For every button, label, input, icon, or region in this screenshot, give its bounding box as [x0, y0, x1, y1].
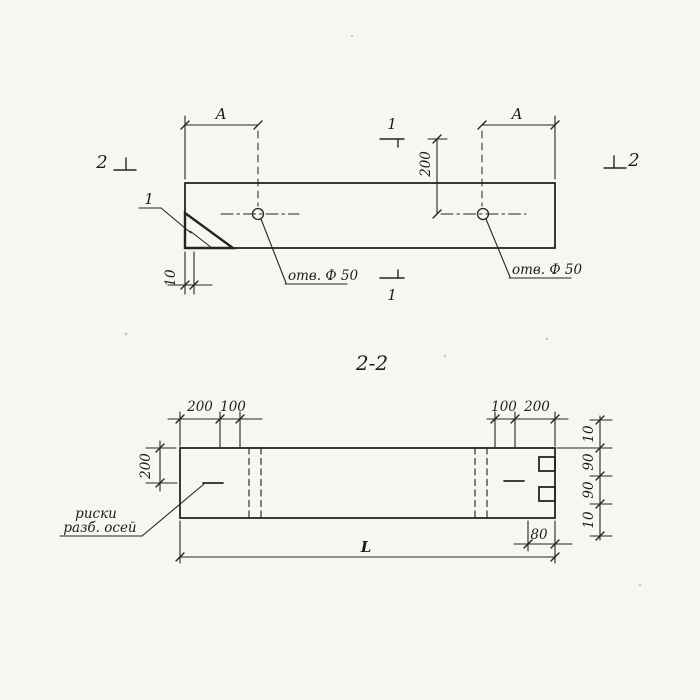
section-mark-2-left: 2: [95, 152, 137, 173]
section-2-right-label: 2: [627, 150, 639, 171]
dim-right-10-bottom-label: 10: [581, 511, 597, 529]
axes-note-line1: риски: [75, 506, 117, 522]
detail-mark-1: 1: [138, 190, 192, 234]
dim-right-90-bottom-label: 90: [581, 481, 597, 499]
section-2-left-label: 2: [95, 152, 107, 173]
dim-left-200-label: 200: [138, 453, 154, 480]
dim-top-right-200-label: 200: [523, 399, 550, 415]
section-mark-1-bottom: 1: [379, 269, 405, 304]
end-notches: [538, 456, 556, 502]
dim-top-left-100-label: 100: [220, 399, 246, 415]
section-outline: [179, 447, 556, 519]
dim-80-label: 80: [530, 527, 548, 543]
hole-left-label: отв. Ф 50: [288, 268, 358, 284]
section-1-top-label: 1: [387, 115, 397, 133]
axes-note-line2: разб. осей: [63, 520, 136, 536]
dim-top-right-100-label: 100: [491, 399, 517, 415]
dim-length-label: L: [360, 538, 372, 556]
paper-specks: [124, 34, 642, 587]
detail-mark-label: 1: [144, 190, 154, 208]
dim-10-label: 10: [163, 269, 179, 287]
dim-chain-top-left: 200 100: [167, 399, 263, 448]
dim-200-label: 200: [418, 151, 434, 178]
dim-a-left-label: A: [214, 105, 227, 123]
section-view: 200 100 100 200 200: [59, 399, 613, 564]
section-mark-2-right: 2: [603, 150, 640, 171]
dim-a-left: A: [180, 105, 263, 207]
plan-plate-outline: [184, 182, 556, 249]
hidden-hole-lines: [248, 447, 488, 519]
hole-right-label: отв. Ф 50: [512, 262, 582, 278]
corner-detail: [183, 210, 237, 250]
axis-marks: [202, 480, 525, 484]
dim-top-left-200-label: 200: [186, 399, 213, 415]
dim-10: 10: [163, 251, 213, 295]
section-mark-1-top: 1: [379, 115, 405, 148]
hole-right: отв. Ф 50: [440, 207, 582, 279]
dim-right-90-top-label: 90: [581, 453, 597, 471]
dim-200-vertical: 200: [418, 134, 448, 219]
dim-left-200: 200: [138, 440, 178, 492]
dim-right-10-top-label: 10: [581, 425, 597, 443]
hole-left: отв. Ф 50: [220, 207, 358, 285]
dim-a-right-label: A: [510, 105, 523, 123]
axes-note: риски разб. осей: [59, 483, 205, 537]
dim-length-l: L: [175, 520, 560, 564]
plan-view: 1 A A 2 2: [95, 105, 639, 304]
dim-chain-right: 10 90 90 10: [556, 415, 613, 541]
dim-a-right: A: [477, 105, 560, 207]
section-1-bottom-label: 1: [387, 286, 397, 304]
dim-80: 80: [513, 520, 573, 552]
section-title: 2-2: [355, 351, 388, 375]
dim-chain-top-right: 100 200: [486, 399, 569, 448]
